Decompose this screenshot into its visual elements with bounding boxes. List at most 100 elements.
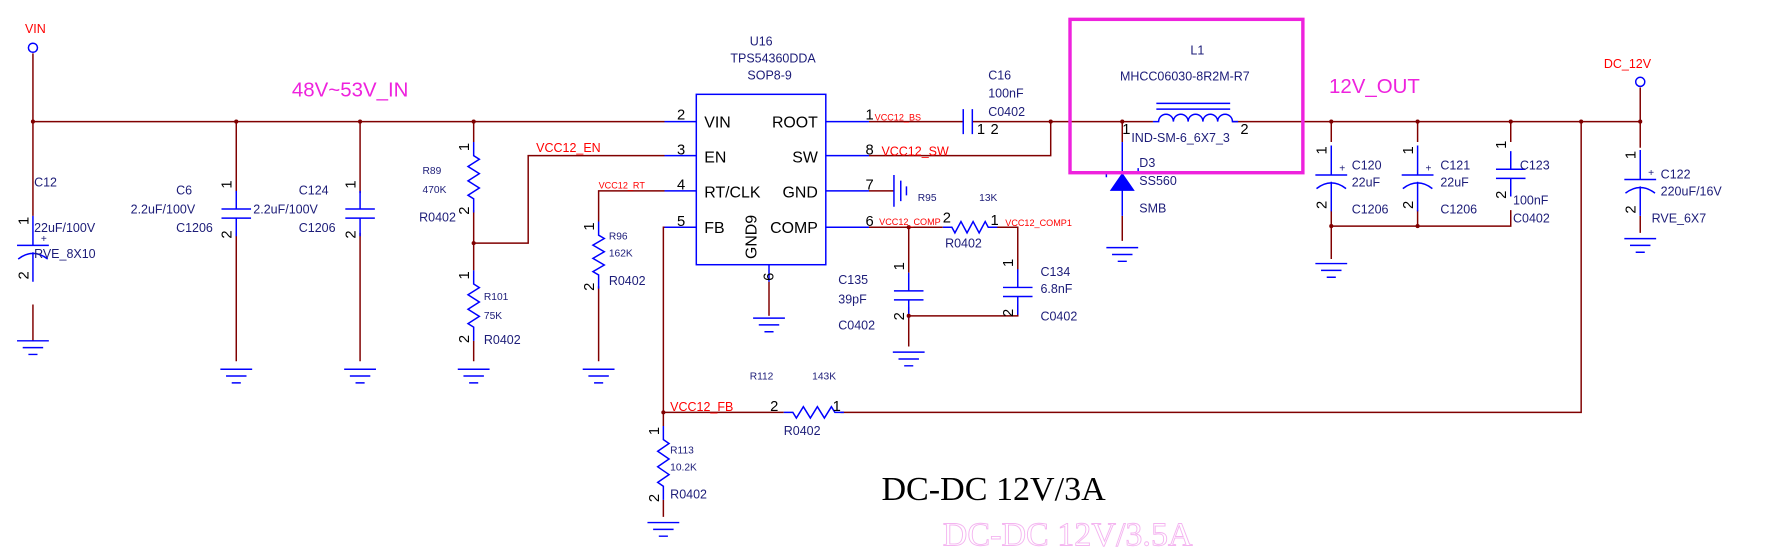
r89-footprint: R0402 — [419, 211, 456, 225]
resistor-r113-icon — [656, 426, 671, 500]
capacitor-c12-icon — [17, 215, 49, 282]
ground-icon — [17, 340, 49, 356]
c123-value: 100nF — [1513, 194, 1549, 208]
c122-footprint: RVE_6X7 — [1652, 212, 1707, 226]
c135-ref: C135 — [838, 273, 868, 287]
pin-number: 2 — [943, 211, 951, 227]
pin-number: 2 — [457, 207, 473, 215]
pin-num-3: 3 — [677, 143, 685, 159]
r96-footprint: R0402 — [609, 274, 646, 288]
junction-dot — [1415, 224, 1420, 229]
pin-name-gnd: GND — [783, 185, 818, 202]
polarity-plus: + — [1426, 164, 1432, 175]
r113-value: 10.2K — [670, 462, 697, 473]
pin-number: 1 — [892, 262, 908, 270]
ic-u16-body[interactable] — [695, 93, 827, 266]
r101-ref: R101 — [484, 292, 509, 303]
junction-dot — [1329, 119, 1334, 124]
c122-ref: C122 — [1661, 167, 1691, 181]
r89-ref: R89 — [423, 166, 442, 177]
capacitor-c6-icon — [221, 190, 252, 237]
c6-value: 2.2uF/100V — [131, 203, 196, 217]
c122-value: 220uF/16V — [1661, 184, 1723, 198]
pin-number: 1 — [344, 180, 360, 188]
l1-footprint: IND-SM-6_6X7_3 — [1131, 131, 1230, 145]
pin-name-root: ROOT — [772, 114, 818, 131]
ic-ref: U16 — [750, 34, 773, 48]
r95-footprint: R0402 — [945, 237, 982, 251]
l1-ref: L1 — [1190, 44, 1204, 58]
pin-num-8: 8 — [866, 143, 874, 159]
c134-footprint: C0402 — [1040, 309, 1077, 323]
dc12v-port-icon — [1634, 76, 1646, 88]
wire-fb-bottom — [663, 121, 1582, 414]
junction-dot — [471, 241, 476, 246]
pin-number: 1 — [977, 122, 985, 138]
capacitor-c135-icon — [893, 272, 924, 319]
c135-footprint: C0402 — [838, 318, 875, 332]
c134-ref: C134 — [1040, 265, 1070, 279]
pin-number: 1 — [647, 427, 663, 435]
c121-footprint: C1206 — [1440, 203, 1477, 217]
r96-ref: R96 — [609, 232, 628, 243]
ic-pin-stubs — [664, 120, 869, 282]
pin-number: 2 — [1001, 309, 1017, 317]
r112-ref: R112 — [750, 371, 774, 382]
junction-dot — [358, 119, 363, 124]
pin-num-9: 9 — [759, 273, 775, 281]
c120-footprint: C1206 — [1352, 203, 1389, 217]
r112-footprint: R0402 — [784, 424, 821, 438]
c6-ref: C6 — [176, 183, 192, 197]
net-label-rt: VCC12_RT — [599, 181, 646, 191]
pin-name-vin: VIN — [704, 114, 731, 131]
wire-out-rail — [1232, 87, 1641, 123]
ground-icon — [647, 521, 680, 537]
ground-icon — [893, 174, 908, 207]
r113-footprint: R0402 — [670, 488, 707, 502]
pin-number: 1 — [16, 217, 32, 225]
pin-number: 2 — [457, 335, 473, 343]
pin-number: 1 — [457, 271, 473, 279]
pin-name-sw: SW — [792, 149, 818, 166]
pin-name-gnd9: GND9 — [744, 215, 761, 259]
schematic-title: DC-DC 12V/3A — [881, 471, 1106, 508]
pin-number: 2 — [582, 283, 598, 291]
pin-number: 1 — [457, 143, 473, 151]
pin-number: 2 — [1315, 201, 1331, 209]
capacitor-c134-icon — [1002, 269, 1033, 315]
pin-number: 2 — [1401, 201, 1417, 209]
capacitor-c16-icon — [962, 109, 974, 135]
wire-comp — [868, 226, 1019, 347]
ground-icon — [1315, 262, 1348, 278]
pin-num-7: 7 — [866, 178, 874, 194]
r96-value: 162K — [609, 249, 633, 260]
c120-value: 22uF — [1352, 175, 1381, 189]
pin-number: 1 — [991, 213, 999, 229]
pin-num-1: 1 — [866, 107, 874, 123]
pin-number: 2 — [1494, 191, 1510, 199]
annotation-output: 12V_OUT — [1329, 75, 1420, 98]
capacitor-c123-icon — [1495, 151, 1526, 197]
r101-value: 75K — [484, 311, 502, 322]
pin-number: 1 — [1122, 122, 1130, 138]
ground-icon — [220, 368, 253, 384]
junction-dot — [471, 119, 476, 124]
ic-part: TPS54360DDA — [730, 52, 816, 66]
wire-fb — [662, 226, 665, 517]
inductor-l1-icon — [1152, 102, 1239, 123]
c121-ref: C121 — [1440, 158, 1470, 172]
capacitor-c122-icon — [1624, 149, 1657, 216]
c12-footprint: RVE_8X10 — [34, 247, 96, 261]
junction-dot — [30, 119, 35, 124]
polarity-plus: + — [41, 234, 47, 245]
c134-value: 6.8nF — [1040, 282, 1072, 296]
junction-dot — [1048, 119, 1053, 124]
c121-value: 22uF — [1440, 175, 1469, 189]
pin-number: 2 — [647, 494, 663, 502]
pin-number: 1 — [1401, 146, 1417, 154]
resistor-r112-icon — [783, 405, 844, 420]
pin-number: 1 — [1624, 151, 1640, 159]
resistor-r101-icon — [466, 270, 481, 341]
